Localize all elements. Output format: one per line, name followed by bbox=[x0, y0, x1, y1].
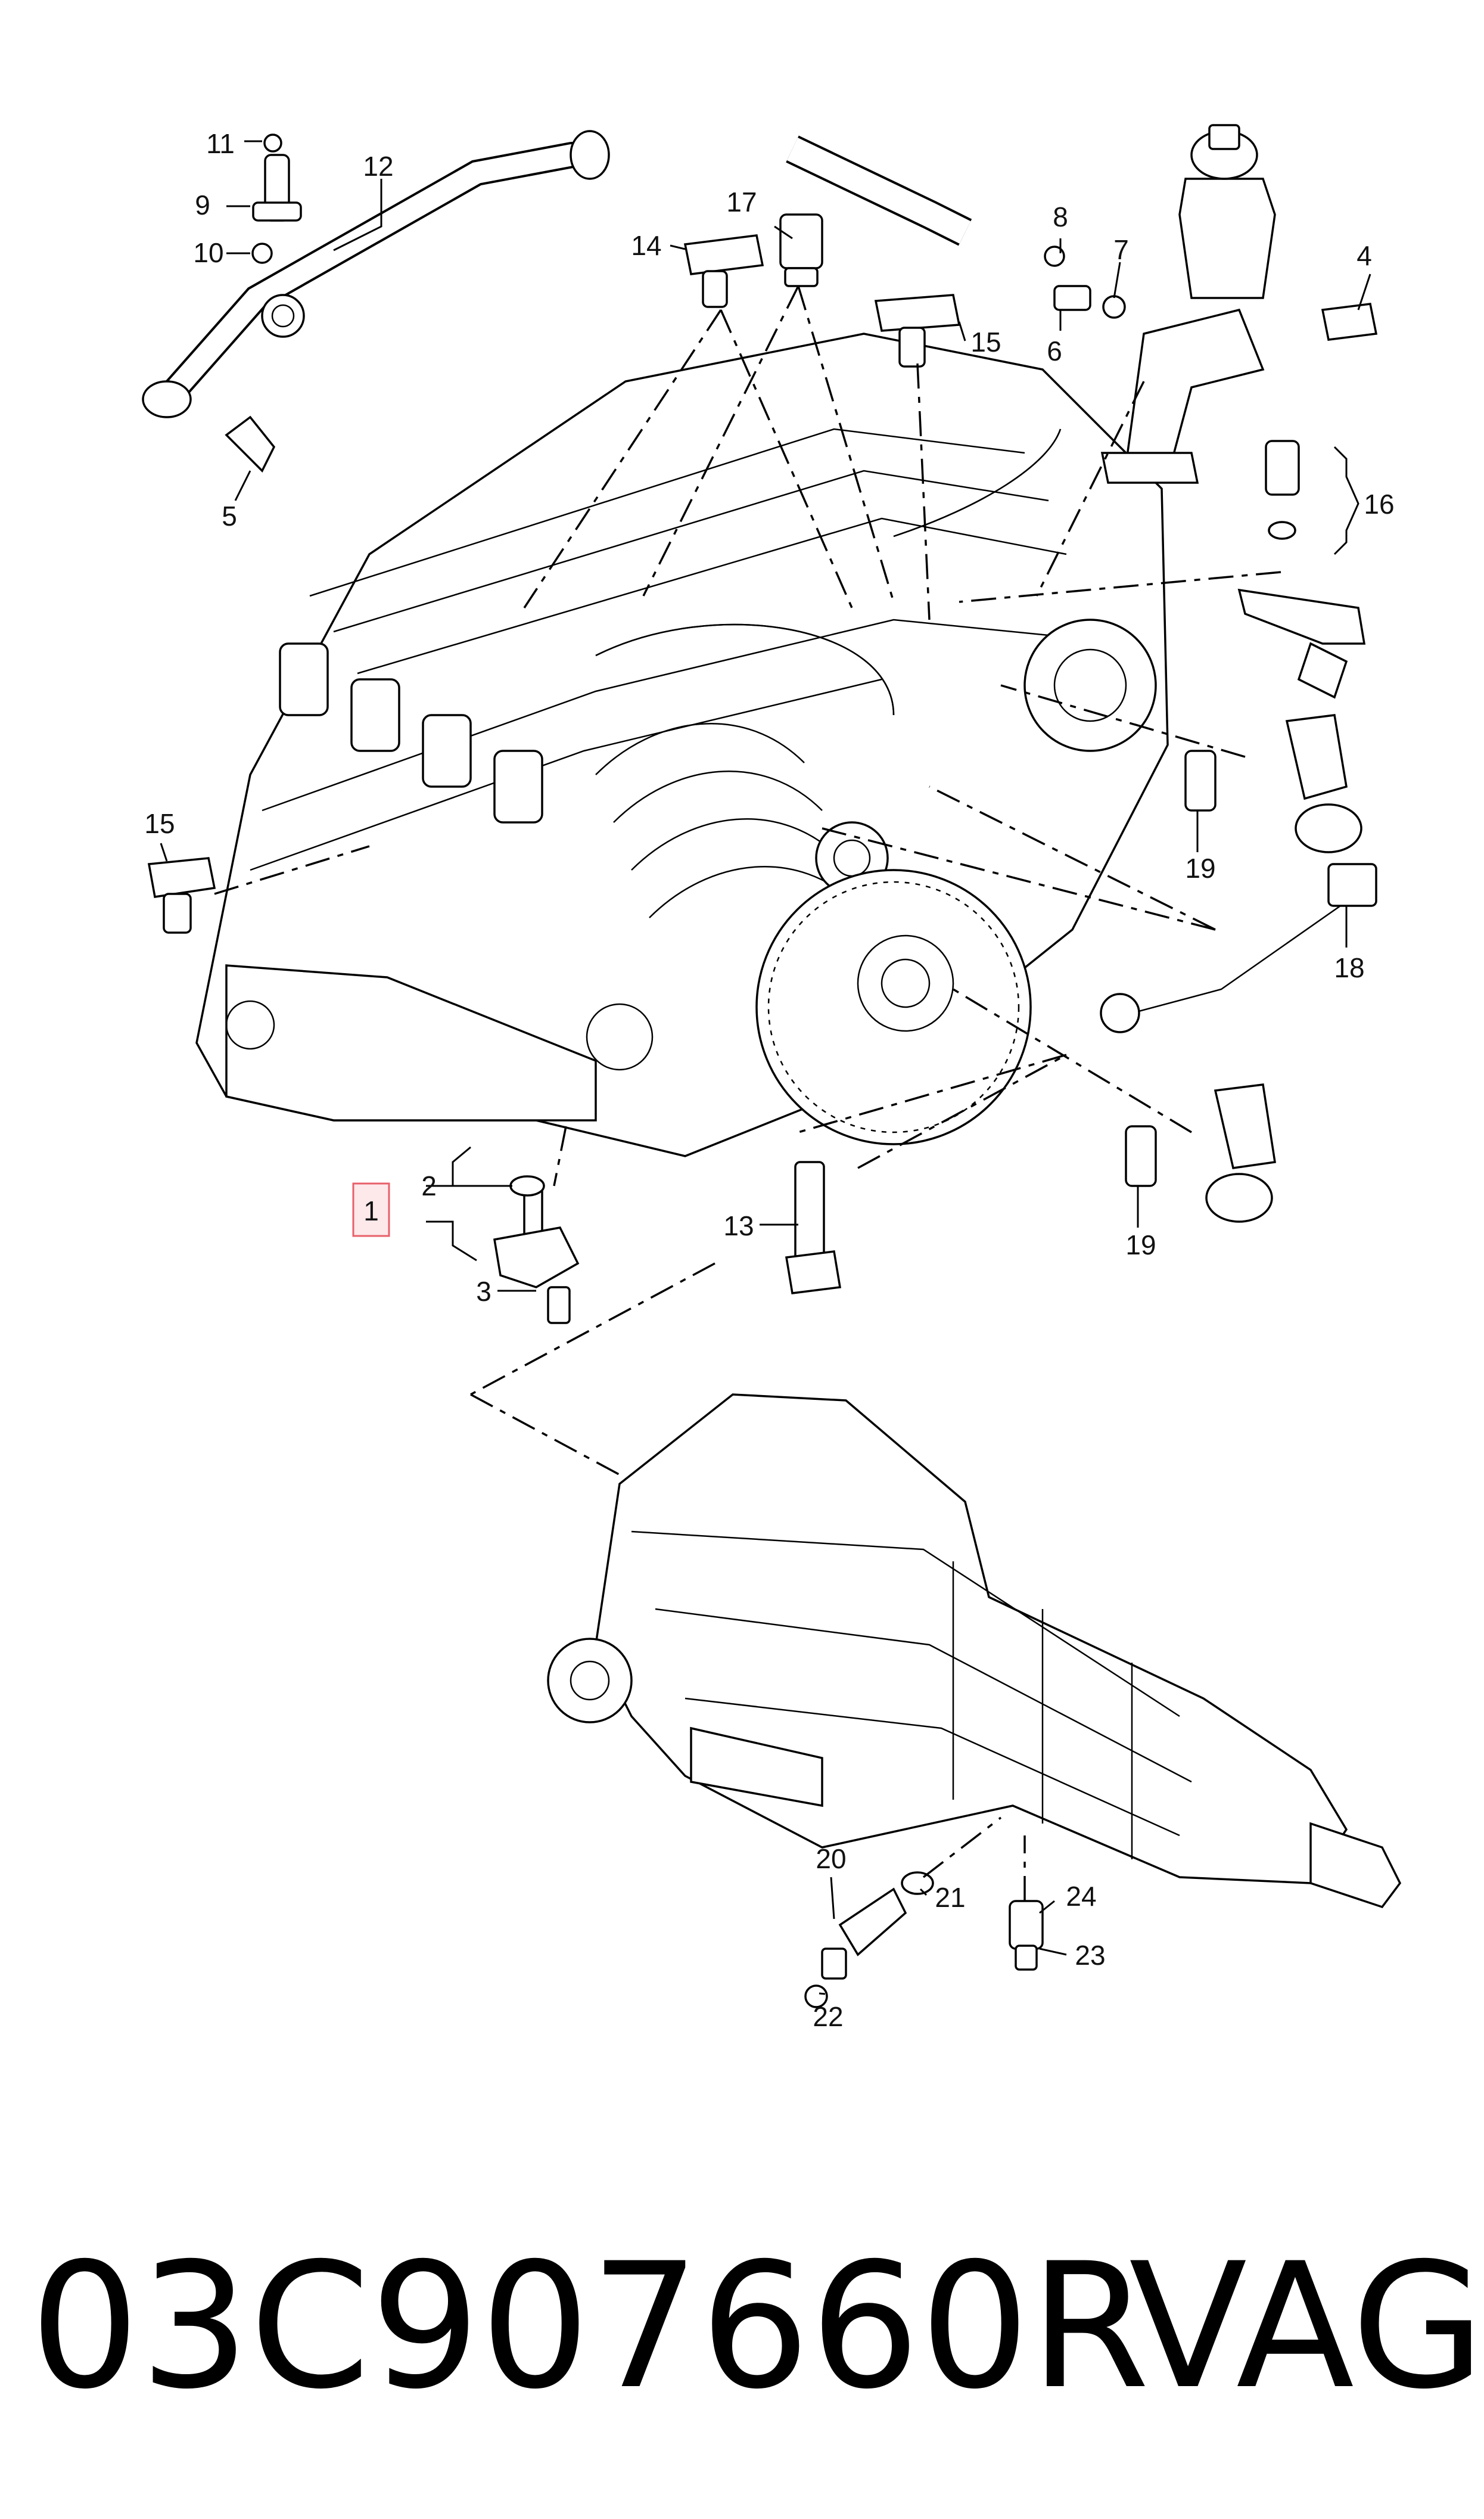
callout-19-bottom[interactable]: 19 bbox=[1125, 1229, 1156, 1260]
callout-24[interactable]: 24 bbox=[1066, 1881, 1096, 1912]
callout-18[interactable]: 18 bbox=[1334, 952, 1364, 983]
callout-16[interactable]: 16 bbox=[1364, 489, 1394, 520]
sensor-16 bbox=[1237, 440, 1366, 699]
callout-13[interactable]: 13 bbox=[723, 1210, 754, 1241]
brand-label: VAG bbox=[1129, 2226, 1484, 2427]
callout-2[interactable]: 2 bbox=[421, 1170, 437, 1201]
speed-sensor-part-1 bbox=[493, 1175, 580, 1324]
callout-15-top[interactable]: 15 bbox=[970, 327, 1001, 358]
callout-23[interactable]: 23 bbox=[1075, 1940, 1105, 1971]
part-number: 03C907660R bbox=[30, 2226, 1150, 2427]
camshaft-sensor-15-top bbox=[874, 294, 961, 368]
callout-8[interactable]: 8 bbox=[1053, 201, 1068, 232]
callout-22[interactable]: 22 bbox=[813, 2001, 843, 2032]
callout-1[interactable]: 1 bbox=[363, 1195, 379, 1226]
callout-20[interactable]: 20 bbox=[816, 1843, 846, 1874]
callout-5[interactable]: 5 bbox=[222, 501, 237, 532]
sensor-19-bottom bbox=[1125, 1083, 1276, 1223]
callout-10[interactable]: 10 bbox=[193, 237, 223, 268]
camshaft-sensor-14 bbox=[683, 234, 764, 308]
callout-leaders bbox=[160, 140, 1371, 1995]
transmission-assembly bbox=[547, 1393, 1402, 1909]
coolant-pipe bbox=[142, 130, 610, 418]
callout-1-highlight-box bbox=[352, 1182, 390, 1237]
callout-4[interactable]: 4 bbox=[1357, 240, 1372, 271]
callout-6[interactable]: 6 bbox=[1047, 336, 1062, 366]
callout-17[interactable]: 17 bbox=[726, 187, 757, 218]
ignition-coils bbox=[279, 642, 543, 824]
callout-7[interactable]: 7 bbox=[1113, 234, 1129, 265]
callout-19-top[interactable]: 19 bbox=[1185, 853, 1215, 884]
callout-labels: 1 2 3 4 5 6 7 8 9 10 11 12 13 14 15 15 1… bbox=[144, 128, 1394, 2032]
callout-3[interactable]: 3 bbox=[476, 1276, 491, 1307]
sensor-19-top bbox=[1184, 714, 1362, 853]
pressure-switch bbox=[1009, 1900, 1044, 1971]
speed-sensor-20 bbox=[804, 1871, 934, 2008]
temperature-sensor bbox=[251, 133, 302, 264]
callout-15-left[interactable]: 15 bbox=[144, 808, 175, 839]
camshaft-sensor-15-left bbox=[147, 857, 216, 934]
callout-21[interactable]: 21 bbox=[935, 1882, 965, 1913]
knock-sensor bbox=[1100, 863, 1377, 1033]
callout-12[interactable]: 12 bbox=[363, 151, 393, 182]
sensor-5 bbox=[225, 415, 276, 473]
callout-9[interactable]: 9 bbox=[195, 190, 210, 220]
callout-14[interactable]: 14 bbox=[631, 230, 661, 261]
flywheel bbox=[755, 869, 1032, 1145]
speed-sensor-13 bbox=[785, 1161, 842, 1294]
callout-11[interactable]: 11 bbox=[206, 128, 235, 159]
fuel-rail bbox=[779, 135, 972, 287]
oil-filter-housing bbox=[1044, 124, 1378, 484]
leader-lines bbox=[214, 285, 1281, 1901]
